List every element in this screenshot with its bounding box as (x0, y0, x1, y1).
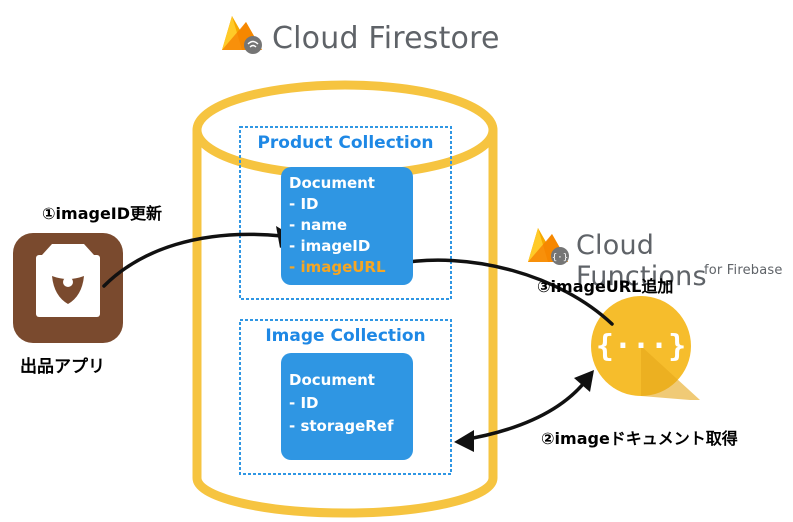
step3-label: ③imageURL追加 (537, 277, 674, 296)
functions-logo-icon: {·} (528, 228, 569, 265)
functions-title: Cloud Functions (576, 230, 707, 292)
functions-subtitle: for Firebase (704, 263, 783, 278)
field-image-id: - imageID (289, 237, 371, 255)
app-icon (13, 233, 123, 343)
arrow-step2 (460, 376, 590, 442)
step1-label: ①imageID更新 (42, 204, 163, 223)
field-id: - ID (289, 195, 319, 213)
svg-text:{···}: {···} (596, 329, 686, 364)
step2-label: ②imageドキュメント取得 (541, 429, 738, 448)
svg-text:{·}: {·} (552, 253, 568, 263)
product-document-card: Document - ID - name - imageID - imageUR… (281, 167, 413, 285)
arrow-step1 (102, 232, 284, 288)
field-image-url: - imageURL (289, 258, 386, 276)
firestore-title: Cloud Firestore (272, 21, 500, 56)
arrowhead-step2-bottom (454, 430, 474, 452)
product-collection-title: Product Collection (257, 133, 434, 153)
app-label: 出品アプリ (20, 357, 105, 377)
arrowhead-step2-top (574, 370, 594, 392)
field-name: - name (289, 216, 348, 234)
arrow-step3 (393, 258, 614, 326)
functions-icon: {···} (591, 296, 700, 400)
product-collection-box (239, 126, 452, 300)
field-id: - ID (289, 394, 319, 412)
field-storage-ref: - storageRef (289, 417, 394, 435)
image-collection-title: Image Collection (265, 326, 426, 346)
image-document-card: Document - ID - storageRef (281, 353, 413, 460)
image-collection-box (239, 319, 452, 475)
document-heading: Document (289, 371, 375, 389)
firestore-logo-icon (222, 16, 262, 54)
document-heading: Document (289, 174, 375, 192)
